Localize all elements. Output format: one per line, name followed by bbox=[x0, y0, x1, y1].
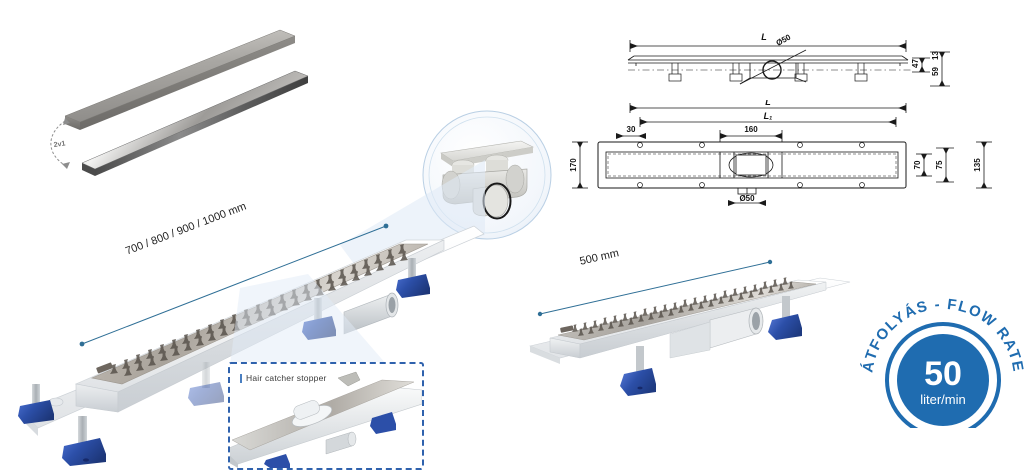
dim-side-outlet: Ø50 bbox=[775, 32, 793, 47]
dim-plan-160: 160 bbox=[744, 125, 758, 134]
small-grate bbox=[557, 277, 817, 341]
dim-side-L: L bbox=[761, 32, 767, 42]
dim-plan-170: 170 bbox=[569, 158, 578, 172]
flip-arrow-icon bbox=[50, 118, 70, 169]
dim-plan-30: 30 bbox=[627, 125, 636, 134]
dim-plan-70: 70 bbox=[913, 160, 922, 169]
support-leg-foot bbox=[396, 258, 430, 298]
dim-plan-75: 75 bbox=[935, 160, 944, 169]
flip-label: 2v1 bbox=[53, 140, 66, 149]
dim-plan-135: 135 bbox=[973, 158, 982, 172]
callout-foot bbox=[264, 454, 290, 468]
flow-rate-badge: ÁTFOLYÁS - FLOW RATE 50 liter/min bbox=[858, 288, 1024, 438]
hair-callout-caption: Hair catcher stopper bbox=[240, 373, 327, 384]
dim-plan-L1: L₁ bbox=[764, 111, 773, 121]
support-leg-foot bbox=[18, 384, 54, 424]
badge-unit: liter/min bbox=[920, 392, 966, 407]
small-leg-foot bbox=[768, 296, 802, 340]
dim-side-13: 13 bbox=[931, 51, 940, 60]
linear-drain-500: 500 mm bbox=[520, 247, 860, 418]
small-leg-foot bbox=[620, 346, 656, 396]
dim-plan-L: L bbox=[765, 100, 771, 107]
cover-strip-polished bbox=[81, 70, 309, 176]
technical-side-view: L Ø50 47 59 13 bbox=[600, 6, 1024, 106]
badge-disc bbox=[897, 334, 989, 426]
callout-bracket bbox=[337, 371, 361, 387]
cover-strip-brushed bbox=[64, 29, 296, 130]
small-outlet-pipe bbox=[709, 307, 764, 349]
dim-plan-d50: Ø50 bbox=[739, 194, 755, 203]
small-length-dimension bbox=[537, 259, 773, 317]
flip-label-text: 2v1 bbox=[50, 138, 61, 145]
grate-lift-slot bbox=[96, 362, 113, 374]
badge-value: 50 bbox=[924, 355, 962, 393]
dim-side-59: 59 bbox=[931, 67, 940, 76]
technical-plan-view: L L₁ 30 160 Ø50 170 70 75 135 bbox=[560, 97, 1024, 210]
reversible-cover-strips: 2v1 2v1 bbox=[40, 8, 340, 183]
support-leg-foot bbox=[62, 416, 106, 466]
hair-catcher-callout: Hair catcher stopper bbox=[228, 362, 424, 470]
outlet-pipe bbox=[343, 292, 399, 335]
callout-foot bbox=[370, 412, 396, 434]
support-leg-foot bbox=[188, 362, 224, 406]
dim-side-47: 47 bbox=[911, 59, 920, 68]
small-grate-lift-slot bbox=[560, 325, 574, 333]
